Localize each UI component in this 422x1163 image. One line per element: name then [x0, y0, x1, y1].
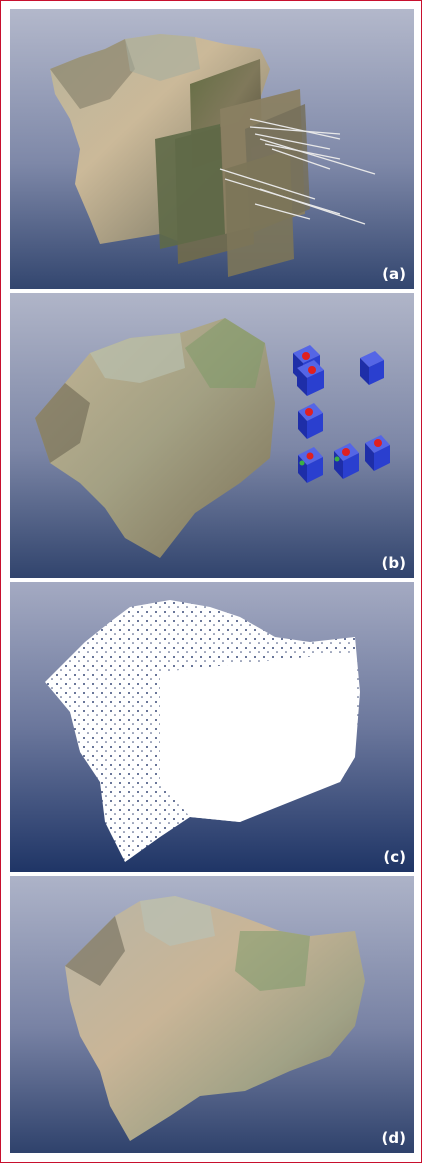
camera-cube [298, 447, 323, 483]
terrain-shadow [35, 383, 90, 463]
camera-ray [249, 126, 341, 135]
point-cloud-dense [160, 652, 355, 822]
terrain-green [235, 931, 310, 991]
panel-b-label: (b) [381, 554, 406, 572]
camera-image-planes [155, 59, 310, 277]
camera-plane [225, 149, 294, 277]
camera-ray [264, 143, 341, 160]
panel-a: (a) [10, 9, 414, 289]
camera-rays [219, 118, 376, 225]
panel-d-scene [10, 876, 414, 1153]
camera-ray [219, 168, 316, 200]
panel-c: (c) [10, 582, 414, 872]
panel-c-scene [10, 582, 414, 872]
panel-d: (d) [10, 876, 414, 1153]
camera-cube [334, 443, 359, 479]
panel-a-scene [10, 9, 414, 289]
camera-ray [259, 138, 376, 175]
camera-cube [297, 360, 324, 396]
panel-b-scene [10, 293, 414, 578]
camera-cube [360, 351, 384, 385]
panel-c-label: (c) [383, 848, 406, 866]
terrain-highlight [140, 896, 215, 946]
panel-d-label: (d) [381, 1129, 406, 1147]
panel-a-label: (a) [382, 265, 406, 283]
camera-ray [259, 188, 366, 225]
terrain-green [185, 318, 265, 388]
terrain-shadow [65, 916, 125, 986]
camera-cube [298, 403, 323, 439]
panel-b: (b) [10, 293, 414, 578]
terrain-highlight [125, 34, 200, 81]
camera-ray [249, 118, 341, 140]
camera-cubes [293, 345, 390, 483]
camera-ray [271, 148, 331, 170]
camera-cube [365, 435, 390, 471]
camera-ray [254, 133, 331, 150]
camera-plane [155, 124, 225, 249]
terrain-shadow [50, 39, 135, 109]
terrain-highlight [90, 333, 185, 383]
camera-ray [254, 203, 311, 220]
